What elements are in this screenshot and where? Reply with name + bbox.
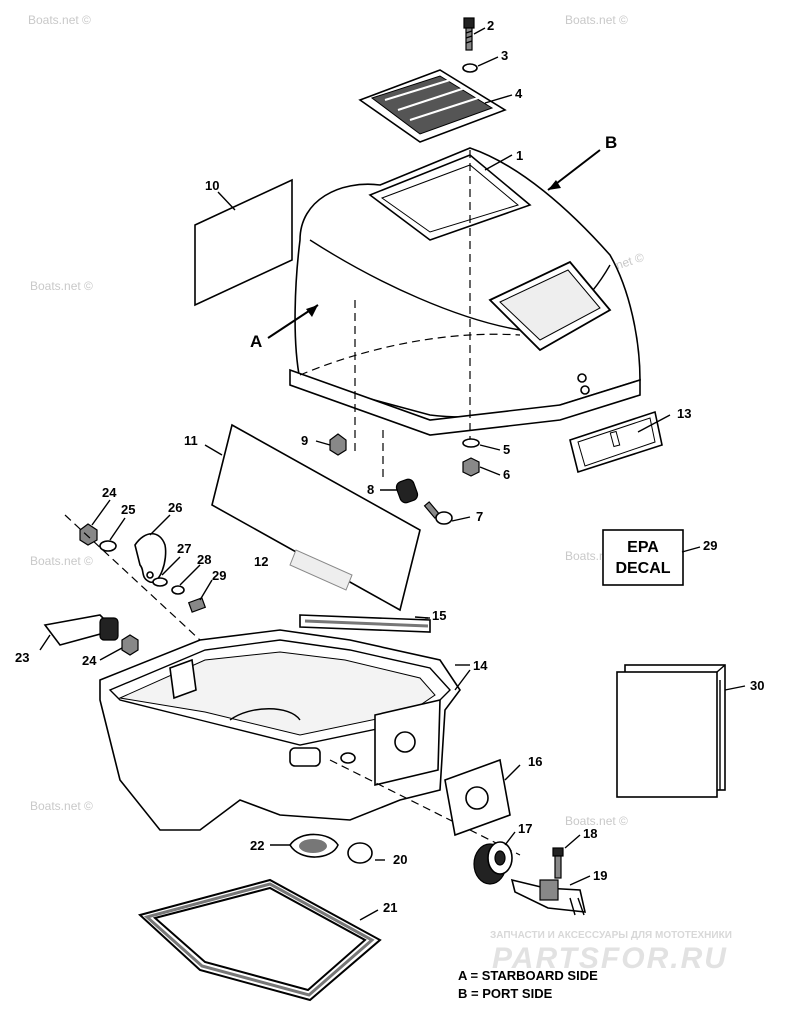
top-plate-part [358, 69, 507, 143]
handle-part [43, 614, 139, 656]
epa-decal-line2: DECAL [615, 560, 670, 577]
top-cowl-part [289, 147, 641, 440]
washer-part [462, 63, 478, 73]
gasket-part [444, 758, 511, 837]
callout-label: 17 [518, 821, 532, 836]
plug-part [347, 842, 373, 864]
epa-decal-line1: EPA [627, 539, 659, 556]
watermark: Boats.net © [30, 279, 93, 293]
callout-label: 8 [367, 482, 374, 497]
bottom-cowl-part [99, 629, 521, 856]
callout-label: 15 [432, 608, 446, 623]
latch-hardware [64, 514, 207, 641]
callout-label: 30 [750, 678, 764, 693]
brand-tagline: ЗАПЧАСТИ И АКСЕССУАРЫ ДЛЯ МОТОТЕХНИКИ [490, 930, 732, 941]
grommet-part [473, 841, 513, 885]
callout-label: 18 [583, 826, 597, 841]
callout-label: 29 [703, 538, 717, 553]
callout-label: 28 [197, 552, 211, 567]
callout-label: 24 [102, 485, 117, 500]
callout-label: 29 [212, 568, 226, 583]
legend-b: B = PORT SIDE [458, 986, 553, 1001]
callout-label: 16 [528, 754, 542, 769]
callout-label: 6 [503, 467, 510, 482]
screw-part [423, 501, 453, 525]
callout-label: 20 [393, 852, 407, 867]
nameplate-part [569, 410, 663, 474]
grommet-part [395, 478, 419, 504]
decal-part [289, 549, 353, 591]
seal-part [137, 878, 382, 1002]
callout-label: 22 [250, 838, 264, 853]
decal-part [194, 178, 293, 307]
watermark: Boats.net © [565, 814, 628, 828]
watermark: Boats.net © [30, 799, 93, 813]
callout-label: 21 [383, 900, 397, 915]
rod-part [299, 614, 431, 633]
watermark: Boats.net © [28, 13, 91, 27]
callout-label: 14 [473, 658, 488, 673]
watermark: Boats.net © [565, 13, 628, 27]
nut-part [462, 457, 480, 477]
leader-lines [39, 27, 746, 921]
callout-label: 19 [593, 868, 607, 883]
branding: ЗАПЧАСТИ И АКСЕССУАРЫ ДЛЯ МОТОТЕХНИКИ PA… [490, 930, 732, 975]
callout-label: 27 [177, 541, 191, 556]
fitting-part [510, 878, 587, 916]
manual-part [616, 664, 726, 798]
callout-label: 25 [121, 502, 135, 517]
legend-a: A = STARBOARD SIDE [458, 968, 598, 983]
callout-label: 23 [15, 650, 29, 665]
callout-label: 2 [487, 18, 494, 33]
callout-label: 10 [205, 178, 219, 193]
callout-label: 7 [476, 509, 483, 524]
legend: A = STARBOARD SIDE B = PORT SIDE [458, 968, 598, 1001]
callout-label: 12 [254, 554, 268, 569]
screw-part [463, 17, 475, 51]
callout-label: 5 [503, 442, 510, 457]
brand-name: PARTSFOR.RU [492, 942, 728, 975]
callout-label: 24 [82, 653, 97, 668]
epa-decal-box: EPA DECAL [602, 529, 684, 586]
screw-part [552, 847, 564, 879]
grommet-part [289, 833, 339, 858]
callout-label: 9 [301, 433, 308, 448]
callout-label: 3 [501, 48, 508, 63]
callout-label: 11 [184, 433, 198, 448]
callout-label: 13 [677, 406, 691, 421]
decal-part [211, 423, 421, 612]
callout-label: 1 [516, 148, 523, 163]
nut-part [329, 433, 347, 456]
callout-label: 26 [168, 500, 182, 515]
washer-part [462, 438, 480, 448]
side-marker-b: B [605, 133, 617, 152]
side-marker-a: A [250, 332, 262, 351]
watermark: Boats.net © [30, 554, 93, 568]
callout-label: 4 [515, 86, 523, 101]
callout-labels: 2 3 4 1 10 5 6 9 8 7 13 11 12 29 15 14 1… [15, 18, 764, 915]
